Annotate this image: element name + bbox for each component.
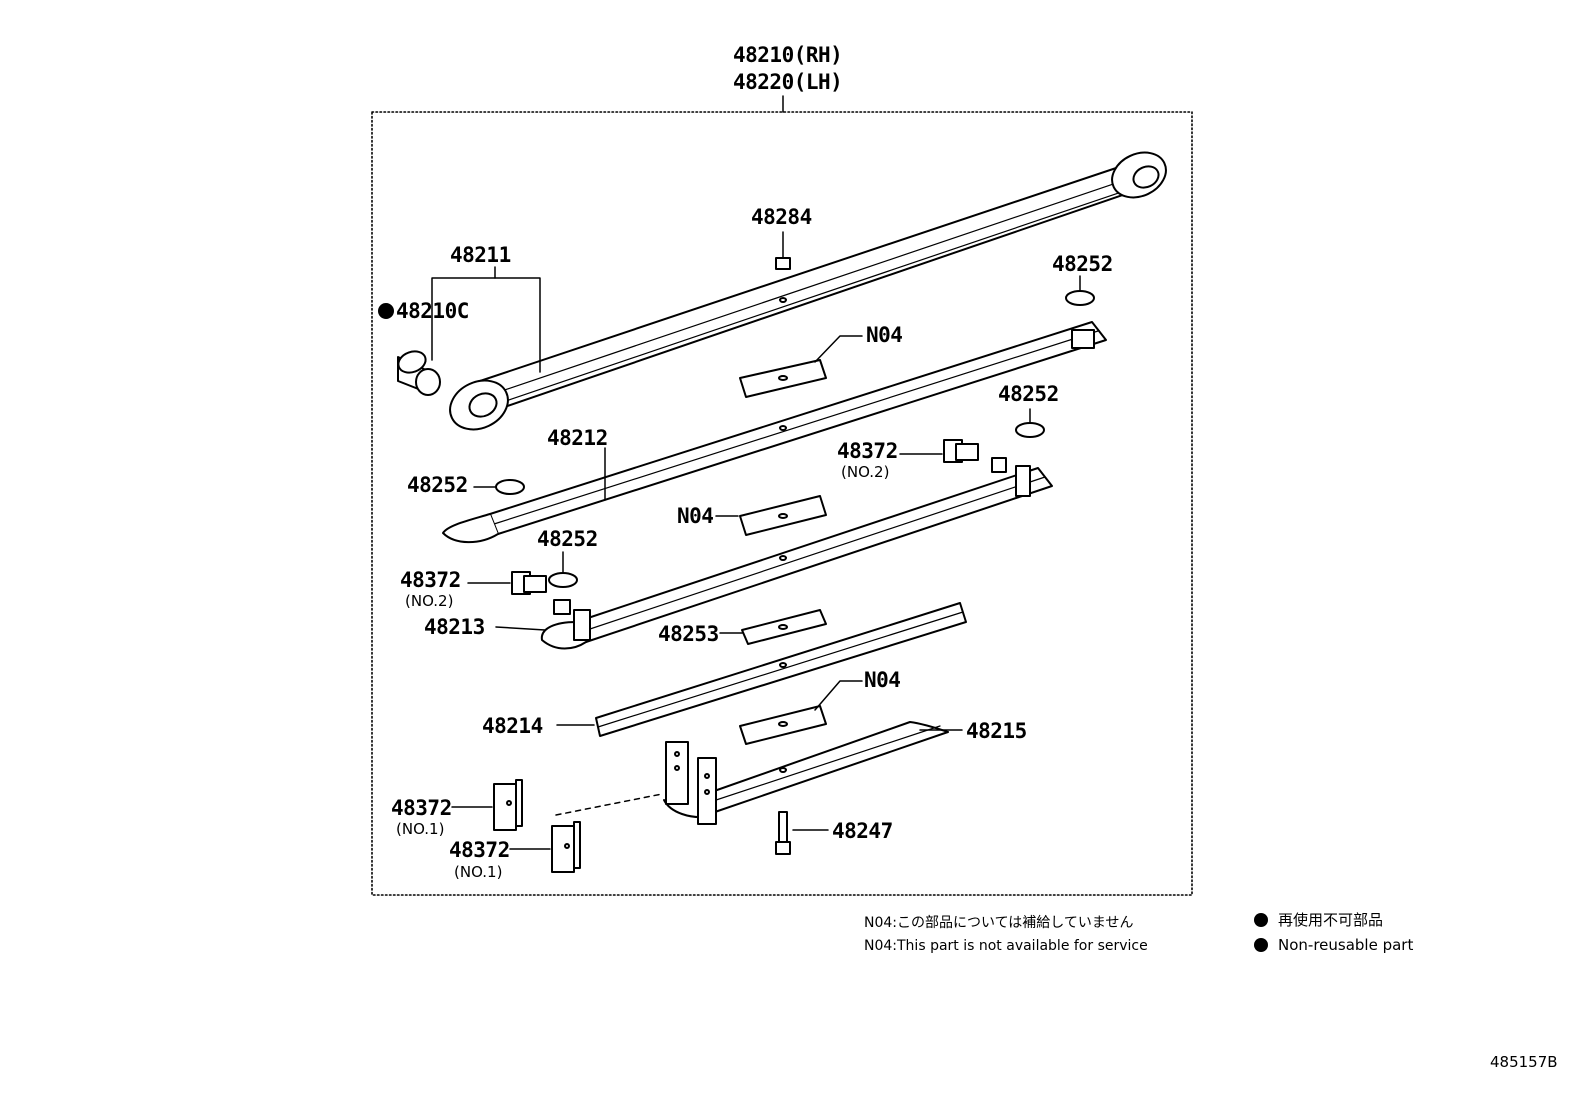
legend-non-reusable-en: Non-reusable part bbox=[1254, 938, 1413, 953]
part-sublabel-48372-no2-a: (NO.2) bbox=[841, 463, 890, 481]
leaf-48213 bbox=[540, 457, 1053, 650]
assembly-label-lh: 48220(LH) bbox=[733, 70, 843, 94]
part-sublabel-48372-no1-a: (NO.1) bbox=[396, 820, 445, 838]
non-reusable-dot-icon bbox=[1254, 913, 1268, 927]
part-label-48210c[interactable]: 48210C bbox=[378, 301, 469, 322]
part-sublabel-48372-no1-b: (NO.1) bbox=[454, 863, 503, 881]
part-label-48372-no1-b[interactable]: 48372 bbox=[449, 838, 510, 862]
part-label-n04-a[interactable]: N04 bbox=[866, 323, 903, 347]
non-reusable-dot-icon bbox=[378, 303, 394, 319]
part-label-48213[interactable]: 48213 bbox=[424, 615, 485, 639]
legend-non-reusable-jp: 再使用不可部品 bbox=[1254, 913, 1383, 928]
part-label-48372-no2-b[interactable]: 48372 bbox=[400, 568, 461, 592]
part-label-48210c-text: 48210C bbox=[396, 299, 469, 323]
non-reusable-dot-icon bbox=[1254, 938, 1268, 952]
part-label-48284[interactable]: 48284 bbox=[751, 205, 812, 229]
clip-48372-no2-upper bbox=[943, 439, 979, 463]
part-label-48247[interactable]: 48247 bbox=[832, 819, 893, 843]
part-label-48253[interactable]: 48253 bbox=[658, 622, 719, 646]
clip-48372-no1-upper bbox=[493, 779, 523, 831]
assembly-label-rh: 48210(RH) bbox=[733, 43, 843, 67]
cap-48252-b bbox=[1015, 422, 1045, 438]
part-label-48212[interactable]: 48212 bbox=[547, 426, 608, 450]
spacer-48253 bbox=[741, 609, 827, 645]
cap-48252-a bbox=[1065, 290, 1095, 306]
n04-pad-2 bbox=[739, 495, 827, 536]
part-label-48252-a[interactable]: 48252 bbox=[1052, 252, 1113, 276]
part-label-48252-d[interactable]: 48252 bbox=[537, 527, 598, 551]
leaf-48212 bbox=[442, 321, 1107, 544]
bushing-48210c bbox=[397, 350, 441, 396]
cap-48252-d bbox=[548, 572, 578, 588]
nut-48284 bbox=[775, 231, 791, 270]
drawing-code: 485157B bbox=[1490, 1053, 1558, 1071]
legend-text-jp: 再使用不可部品 bbox=[1278, 911, 1384, 929]
part-label-48372-no2-a[interactable]: 48372 bbox=[837, 439, 898, 463]
part-label-48215[interactable]: 48215 bbox=[966, 719, 1027, 743]
bolt-48247 bbox=[775, 811, 791, 855]
part-label-48252-b[interactable]: 48252 bbox=[998, 382, 1059, 406]
legend-text-en: Non-reusable part bbox=[1278, 936, 1414, 954]
cap-48252-c bbox=[495, 479, 525, 495]
part-label-48372-no1-a[interactable]: 48372 bbox=[391, 796, 452, 820]
part-label-48214[interactable]: 48214 bbox=[482, 714, 543, 738]
clip-48372-no1-lower bbox=[551, 821, 581, 873]
note-n04-en: N04:This part is not available for servi… bbox=[864, 938, 1148, 954]
leaf-48215 bbox=[663, 721, 949, 825]
clip-48372-no2-lower bbox=[511, 571, 547, 595]
main-leaf-48211 bbox=[449, 151, 1167, 431]
leaf-48214 bbox=[595, 602, 967, 737]
part-label-n04-b[interactable]: N04 bbox=[677, 504, 714, 528]
part-label-48211[interactable]: 48211 bbox=[450, 243, 511, 267]
part-label-n04-c[interactable]: N04 bbox=[864, 668, 901, 692]
part-label-48252-c[interactable]: 48252 bbox=[407, 473, 468, 497]
assembly-frame bbox=[371, 111, 1193, 896]
n04-pad-1 bbox=[739, 359, 827, 398]
note-n04-jp: N04:この部品については補給していません bbox=[864, 915, 1134, 931]
part-sublabel-48372-no2-b: (NO.2) bbox=[405, 592, 454, 610]
